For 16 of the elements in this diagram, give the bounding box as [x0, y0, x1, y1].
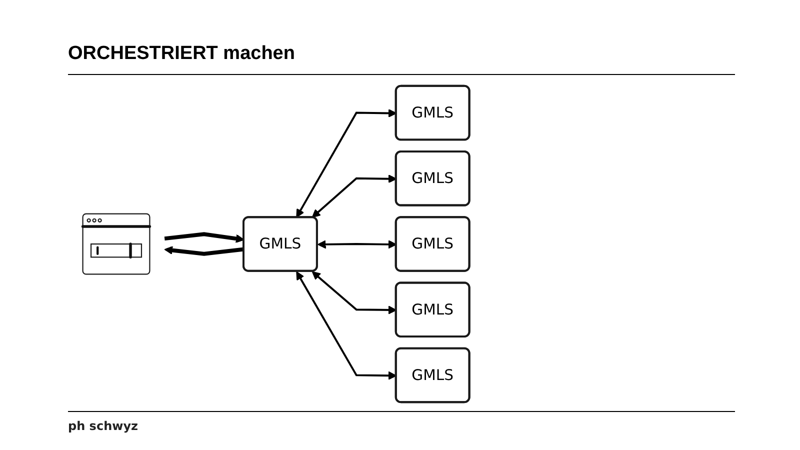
- process-box: GMLS: [394, 216, 470, 272]
- arrow: [164, 246, 244, 256]
- arrow: [164, 232, 244, 243]
- double-arrow: [312, 174, 397, 218]
- double-arrow: [312, 271, 397, 314]
- process-box: GMLS: [394, 84, 470, 141]
- double-arrow: [296, 271, 397, 380]
- browser-window-icon: [81, 213, 152, 275]
- double-arrow: [317, 240, 397, 249]
- double-arrow: [296, 108, 397, 218]
- process-box: GMLS: [242, 216, 318, 272]
- footer-text: ph schwyz: [68, 419, 138, 433]
- process-box: GMLS: [394, 347, 470, 404]
- process-box: GMLS: [394, 282, 470, 338]
- slide-title: ORCHESTRIERT machen: [68, 43, 295, 65]
- process-box: GMLS: [394, 150, 470, 206]
